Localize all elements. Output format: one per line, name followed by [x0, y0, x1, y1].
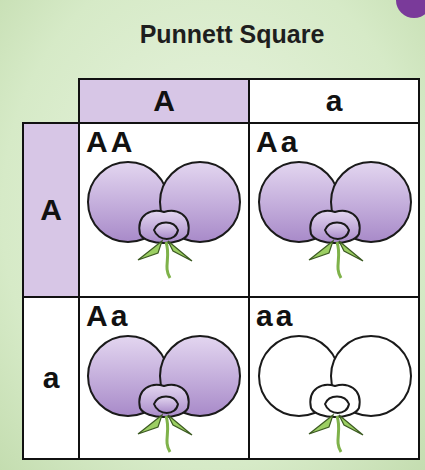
header-cell: A [78, 78, 250, 124]
genotype-cell: Aa [78, 296, 250, 460]
genotype-label: aa [256, 301, 412, 331]
corner-tab [396, 0, 425, 18]
genotype-cell: AA [78, 122, 250, 298]
header-cell: A [22, 122, 80, 298]
header-cell: a [22, 296, 80, 460]
genotype-label: Aa [256, 127, 412, 157]
white-flower [259, 336, 411, 452]
cell-ground [78, 122, 420, 460]
genotype-cell: aa [248, 296, 420, 460]
genotype-label: Aa [86, 301, 242, 331]
genotype-label: AA [86, 127, 242, 157]
allele-label: A [153, 86, 175, 116]
allele-label: a [43, 363, 60, 393]
genotype-cell: Aa [248, 122, 420, 298]
diagram-title: Punnett Square [140, 22, 325, 47]
allele-label: A [40, 195, 62, 225]
purple-flower [88, 162, 240, 278]
purple-flower [259, 162, 411, 278]
allele-label: a [326, 86, 343, 116]
purple-flower [88, 336, 240, 452]
header-cell: a [248, 78, 420, 124]
